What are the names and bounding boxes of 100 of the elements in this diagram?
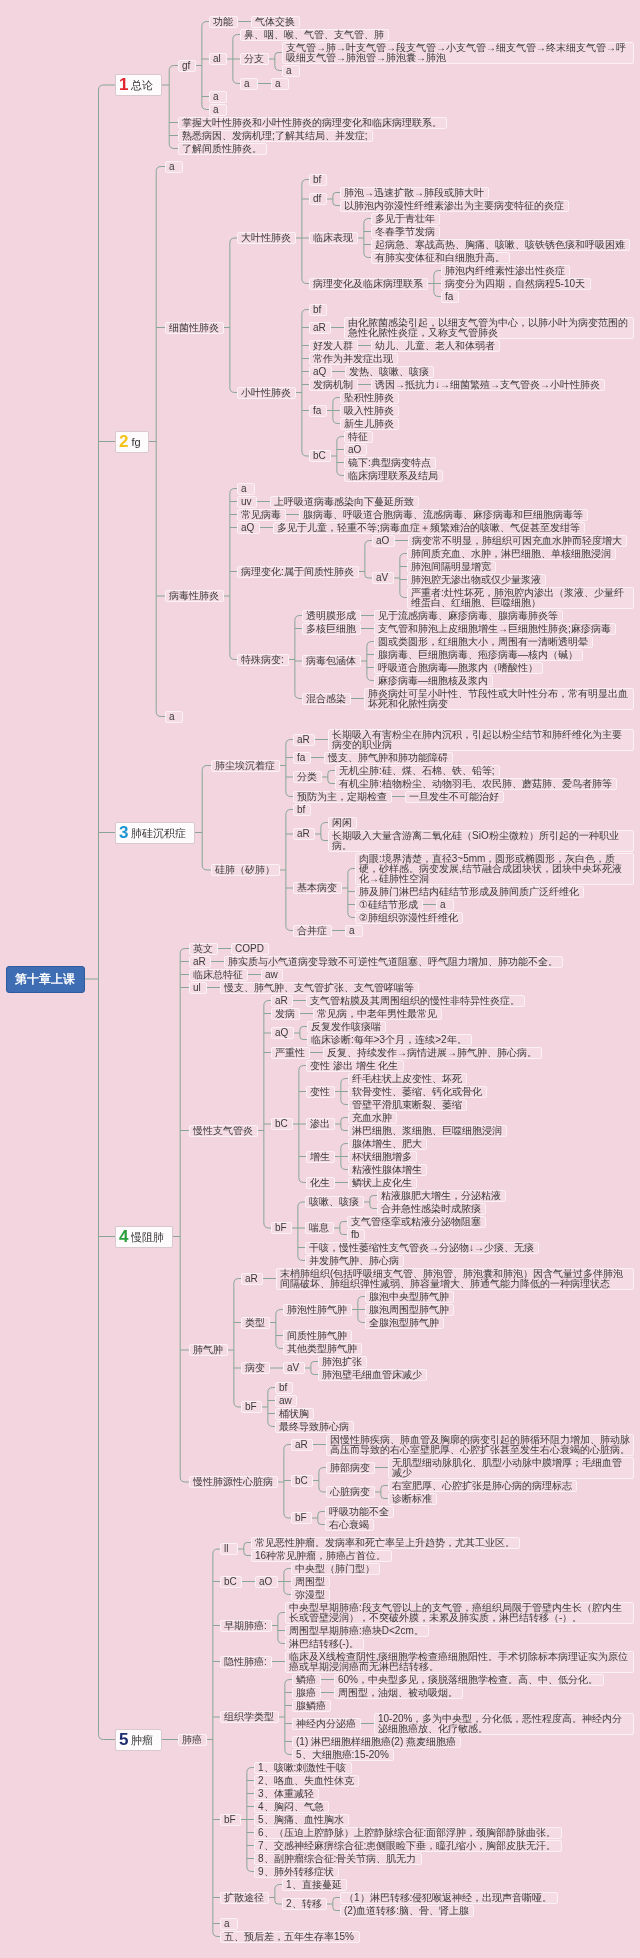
topic-node: a xyxy=(165,710,183,723)
topic-node: 扩散途径 xyxy=(220,1891,269,1904)
connector-line xyxy=(301,179,310,185)
topic-node: 中央型（肺门型） xyxy=(291,1562,380,1575)
topic-node: 周围型早期肺癌:癌块D<2cm。 xyxy=(285,1624,429,1637)
topic-node: 肺间质充血、水肿，淋巴细胞、单核细胞浸润 xyxy=(407,547,616,560)
connector-line xyxy=(247,974,262,975)
connector-line xyxy=(206,987,221,988)
topic-node: 麻疹病毒—细胞核及浆内 xyxy=(374,674,493,687)
connector-line xyxy=(283,1589,292,1595)
connector-line xyxy=(212,1625,221,1626)
connector-line xyxy=(246,1806,255,1807)
connector-line xyxy=(98,1734,116,1740)
connector-line xyxy=(283,1568,292,1574)
connector-line xyxy=(340,1143,349,1149)
connector-line xyxy=(363,252,372,258)
topic-node: bC xyxy=(271,1118,293,1130)
topic-node: 多见于青壮年 xyxy=(371,212,440,225)
connector-line xyxy=(317,1520,326,1525)
connector-line xyxy=(301,450,310,457)
topic-node: 间质性肺气肿 xyxy=(283,1329,352,1342)
topic-node: 常见病毒 xyxy=(237,508,286,521)
topic-node: 大叶性肺炎 xyxy=(237,232,296,244)
connector-line xyxy=(271,1661,286,1662)
connector-line xyxy=(232,58,241,60)
topic-node: df xyxy=(309,193,327,205)
topic-node: 病毒性肺炎 xyxy=(165,590,224,602)
connector-line xyxy=(399,553,408,559)
connector-line xyxy=(391,796,406,797)
topic-node: 多核巨细胞 xyxy=(302,622,361,635)
connector-line xyxy=(229,527,238,528)
topic-node: 气体交换 xyxy=(251,15,300,28)
connector-line xyxy=(217,948,232,949)
topic-node: 纤毛柱状上皮变性、坏死 xyxy=(348,1072,467,1085)
connector-line xyxy=(229,501,238,502)
connector-line xyxy=(310,1370,319,1375)
topic-node: 临床表现 xyxy=(309,232,358,244)
connector-line xyxy=(298,1156,307,1157)
central-topic: 第十章上课 xyxy=(6,965,85,993)
topic-node: bF xyxy=(291,1512,312,1524)
topic-node: 熟悉病因、发病机理;了解其结局、并发症; xyxy=(178,129,373,142)
topic-node: gf xyxy=(178,59,196,72)
connector-line xyxy=(246,1767,255,1773)
topic-node: 预防为主，定期检查 xyxy=(293,790,392,803)
topic-node: 渗出 xyxy=(306,1118,335,1130)
connector-line xyxy=(340,1099,349,1105)
topic-node: 咳嗽、咳痰 xyxy=(305,1196,364,1208)
topic-node: 分支 xyxy=(240,53,269,65)
connector-line xyxy=(310,1361,319,1366)
topic-node: 了解间质性肺炎。 xyxy=(178,142,267,155)
topic-node: 肺泡性肺气肿 xyxy=(283,1303,352,1316)
topic-node: 诱因→抵抗力↓→细菌繁殖→支气管炎→小叶性肺炎 xyxy=(371,378,605,391)
connector-line xyxy=(363,244,372,245)
topic-node: aO xyxy=(372,534,395,547)
connector-line xyxy=(301,278,310,284)
topic-node: 肺及肺门淋巴结内硅结节形成及肺间质广泛纤维化 xyxy=(355,885,584,898)
topic-node: 淋巴结转移(-)。 xyxy=(285,1637,364,1650)
topic-node: 1、咳嗽:刺激性干咳 xyxy=(254,1761,352,1774)
topic-node: 肺炎病灶可呈小叶性、节段性或大叶性分布，常有明显出血坏死和化脓性病变 xyxy=(364,687,634,710)
topic-node: 8、副肿瘤综合征:骨关节病、肌无力 xyxy=(254,1852,422,1865)
connector-line xyxy=(399,592,408,598)
connector-line xyxy=(301,371,310,372)
topic-node: aO xyxy=(344,443,367,456)
topic-node: 幼儿、儿童、老人和体弱者 xyxy=(371,339,500,352)
topic-node: 4、胸闷、气急 xyxy=(254,1800,329,1813)
connector-line xyxy=(310,757,325,758)
section-title: 肺硅沉积症 xyxy=(131,825,187,840)
connector-line xyxy=(263,1123,272,1125)
topic-node: a xyxy=(220,1917,238,1930)
connector-line xyxy=(246,1780,255,1781)
connector-line xyxy=(399,579,408,580)
topic-node: 慢支、肺气肿和肺功能障碍 xyxy=(324,751,453,764)
connector-line xyxy=(168,143,179,149)
connector-line xyxy=(179,1130,190,1131)
connector-line xyxy=(294,660,303,662)
topic-node: a xyxy=(436,898,454,911)
topic-node: 吸入性肺炎 xyxy=(340,404,399,417)
connector-line xyxy=(314,739,329,740)
topic-node: aR xyxy=(189,955,211,968)
connector-line xyxy=(312,1472,320,1488)
connector-line xyxy=(262,1278,277,1279)
topic-node: 肺泡内纤维素性渗出性炎症 xyxy=(441,264,570,277)
topic-node: 腺泡周围型肺气肿 xyxy=(365,1303,454,1316)
topic-node: 严重性 xyxy=(271,1046,310,1059)
connector-line xyxy=(98,84,116,91)
topic-node: bf xyxy=(275,1381,293,1394)
connector-line xyxy=(232,78,241,84)
topic-node: 呼吸道合胞病毒—胞浆内（嗜酸性） xyxy=(374,661,543,674)
connector-line xyxy=(226,39,234,79)
topic-node: 1、直接蔓延 xyxy=(282,1878,347,1891)
connector-line xyxy=(263,1222,272,1229)
connector-line xyxy=(283,1444,292,1450)
connector-line xyxy=(284,1692,293,1693)
connector-line xyxy=(332,410,341,411)
topic-node: 病变 xyxy=(241,1362,270,1374)
connector-line xyxy=(223,493,231,655)
connector-line xyxy=(330,441,338,471)
connector-line xyxy=(327,779,336,784)
connector-line xyxy=(297,1201,306,1208)
topic-node: bF xyxy=(220,1813,241,1826)
